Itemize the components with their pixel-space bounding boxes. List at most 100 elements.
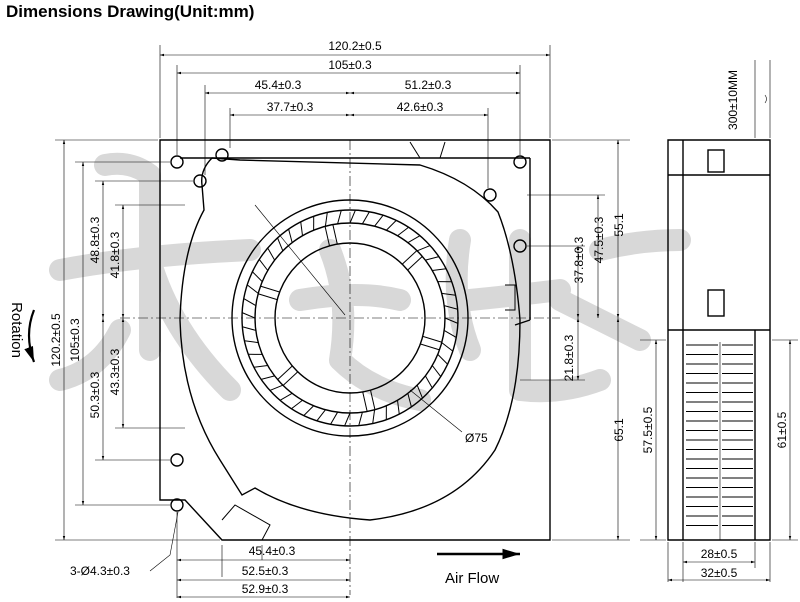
impeller-blade	[253, 365, 268, 368]
upper-left-b-label: 41.8±0.3	[108, 231, 122, 278]
impeller-blade	[267, 247, 276, 261]
outlet-tab	[221, 504, 271, 541]
impeller-blade	[300, 221, 303, 236]
impeller-spoke	[332, 224, 338, 245]
impeller-blade	[242, 326, 256, 331]
impeller-blade	[241, 312, 256, 319]
side-housing	[667, 139, 771, 541]
holes-label: 3-Ø4.3±0.3	[70, 564, 130, 578]
impeller-spoke	[257, 293, 278, 301]
mounting-hole	[193, 174, 207, 188]
front-view: 120.2±0.5 105±0.3 45.4±0.3 51.2±0.3 37.7…	[8, 39, 630, 599]
impeller-blade	[431, 365, 442, 377]
rotation-arrow-icon	[24, 309, 36, 363]
hole-pitch-top-label: 105±0.3	[328, 58, 372, 72]
inlet-diameter-label: Ø75	[465, 431, 488, 445]
impeller-spoke	[362, 391, 368, 412]
mounting-hole	[170, 498, 184, 512]
impeller-blade	[337, 210, 342, 224]
airflow-label: Air Flow	[445, 570, 499, 587]
impeller-spoke	[282, 371, 299, 386]
impeller-blade	[261, 375, 275, 380]
impeller-blade	[246, 284, 259, 294]
impeller-spoke	[324, 226, 330, 246]
mounting-hole	[513, 155, 527, 169]
impeller-blade	[252, 271, 263, 282]
impeller-blade	[443, 329, 457, 338]
impeller-blade	[441, 292, 456, 296]
mounting-hole	[513, 239, 527, 253]
hole-pitch-side-label: 105±0.3	[68, 318, 82, 362]
lead-wire-label: 300±10MM	[726, 70, 740, 130]
impeller-blade	[303, 405, 314, 416]
impeller-blade	[397, 400, 400, 415]
page-title: Dimensions Drawing(Unit:mm)	[6, 2, 255, 21]
mounting-hole	[170, 155, 184, 169]
impeller-blade	[279, 392, 293, 401]
impeller-blade	[444, 305, 458, 310]
center-to-right-label: 51.2±0.3	[405, 78, 452, 92]
impeller-blade	[397, 226, 409, 237]
impeller-blade	[416, 384, 423, 399]
impeller-blade	[244, 340, 259, 344]
impeller-blade	[269, 384, 284, 391]
impeller-blade	[372, 409, 376, 424]
mounting-hole	[215, 148, 229, 162]
extension-lines	[55, 45, 630, 598]
housing-inner-edge	[180, 157, 531, 326]
bottom-b-label: 52.5±0.3	[242, 564, 289, 578]
impeller-spoke	[407, 256, 423, 271]
mounting-hole	[170, 453, 184, 467]
impeller-blade	[349, 209, 356, 224]
upper-left-a-label: 48.8±0.3	[88, 216, 102, 263]
impeller-spoke	[277, 365, 293, 380]
left-to-center-label: 45.4±0.3	[255, 78, 302, 92]
impeller-spoke	[260, 285, 280, 293]
lower-left-a-label: 43.3±0.3	[108, 348, 122, 395]
impeller-blade	[344, 412, 351, 427]
impeller-blade	[330, 411, 339, 425]
impeller-spoke	[370, 390, 376, 410]
fan-housing-outline	[159, 139, 551, 541]
impeller-blade	[437, 354, 448, 365]
impeller-blade	[386, 220, 397, 231]
right-inner-label: 42.6±0.3	[397, 100, 444, 114]
bottom-a-label: 45.4±0.3	[249, 544, 296, 558]
impeller-spoke	[401, 250, 418, 265]
left-inner-label: 37.7±0.3	[267, 100, 314, 114]
impeller-blade	[288, 229, 293, 243]
overall-height-label: 120.2±0.5	[49, 313, 63, 367]
side-view: 300±10MM 57.5±0.5 61±0.5 28±0.5 32±0.5	[640, 60, 798, 582]
impeller-blade	[316, 409, 326, 422]
right-total-label: 65.1	[612, 418, 626, 442]
lower-left-b-label: 50.3±0.3	[88, 371, 102, 418]
right-a-label: 37.8±0.3	[572, 236, 586, 283]
scroll-housing	[179, 157, 521, 521]
outer-width-label: 32±0.5	[701, 566, 738, 580]
latch	[707, 289, 725, 317]
overall-width-label: 120.2±0.5	[328, 39, 382, 53]
watermark-logo	[49, 152, 691, 411]
impeller-spoke	[420, 343, 440, 351]
impeller-blade	[425, 256, 439, 261]
impeller-blade	[424, 375, 433, 389]
impeller-blade	[432, 268, 447, 271]
inner-width-label: 28±0.5	[701, 547, 738, 561]
impeller-blade	[277, 237, 284, 252]
side-tab	[505, 284, 516, 311]
rotation-label: Rotation	[8, 302, 25, 358]
outlet-total-label: 61±0.5	[775, 411, 789, 448]
impeller-blade	[374, 214, 384, 227]
right-b-label: 47.5±0.3	[592, 216, 606, 263]
mounting-holes	[170, 148, 527, 512]
impeller-blade	[324, 212, 328, 227]
impeller-blade	[243, 298, 257, 307]
impeller-blade	[258, 259, 269, 271]
impeller-blade	[291, 399, 303, 410]
impeller-spoke	[422, 335, 443, 343]
right-outlet-label: 21.8±0.3	[562, 334, 576, 381]
impeller-blade	[358, 412, 363, 426]
impeller-blade	[444, 317, 459, 324]
outlet-fins	[686, 344, 753, 526]
